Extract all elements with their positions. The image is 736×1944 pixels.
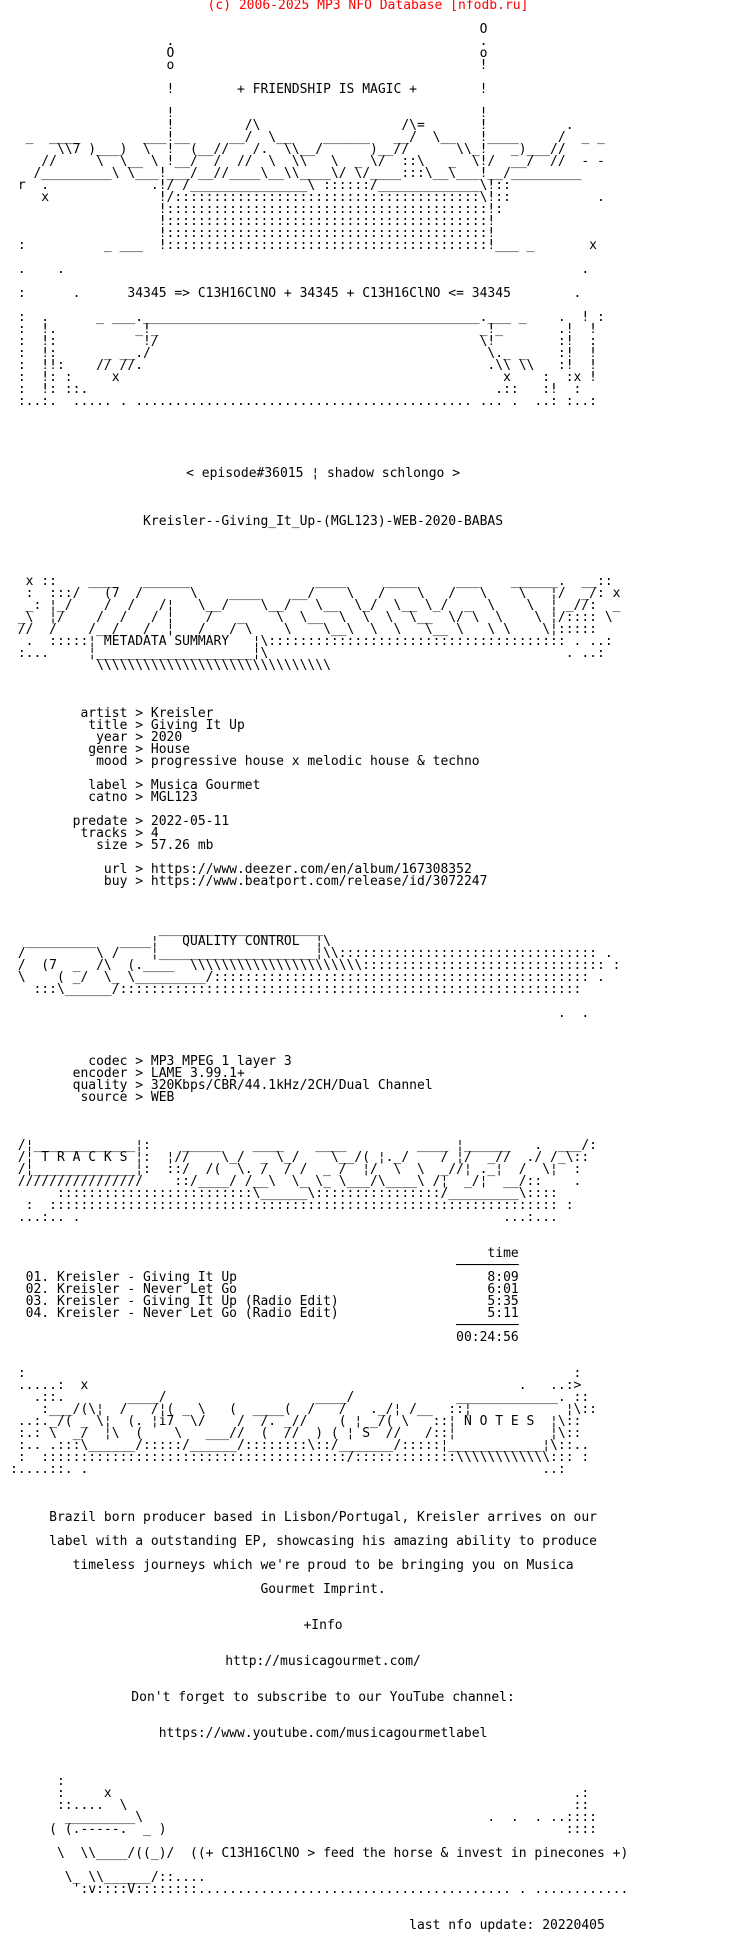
notes-paragraph-line-3: timeless journeys which we're proud to b… (72, 1558, 574, 1573)
footer-slogan-line: \ \\____/((_)/ ((+ C13H16ClNO > feed the… (10, 1846, 629, 1861)
website-url: http://musicagourmet.com/ (225, 1654, 421, 1669)
metadata-summary-banner: x :: ___ ______ ____ ____ ___ ______. __… (17, 574, 621, 673)
ascii-art-horse-bottom: \_ \\______/::.... ':v::::V::::::::.....… (64, 1870, 629, 1897)
notes-banner: : : .....: x . ..:> .::. ____/ ____/ (10, 1366, 597, 1477)
youtube-cta: Don't forget to subscribe to our YouTube… (131, 1690, 515, 1705)
youtube-url: https://www.youtube.com/musicagourmetlab… (158, 1726, 488, 1741)
formula-line: : . 34345 => C13H16ClNO + 34345 + C13H16… (10, 286, 582, 301)
tracks-banner: /¦_____________¦: _____ ____ ____ ____ ¦… (17, 1138, 597, 1225)
notes-paragraph-line-4: Gourmet Imprint. (260, 1582, 386, 1597)
track-list: time ──────── 01. Kreisler - Giving It U… (25, 1246, 519, 1345)
last-nfo-update: last nfo update: 20220405 (409, 1918, 605, 1933)
quality-fields: codec > MP3 MPEG 1 layer 3 encoder > LAM… (72, 1054, 433, 1105)
nfo-document: O . . O o o ! (10, 12, 636, 1944)
notes-paragraph-line-1: Brazil born producer based in Lisbon/Por… (49, 1510, 597, 1525)
release-name: Kreisler--Giving_It_Up-(MGL123)-WEB-2020… (143, 514, 504, 529)
nfodb-copyright-header: (c) 2006-2025 MP3 NFO Database [nfodb.ru… (207, 0, 529, 13)
episode-line: < episode#36015 ¦ shadow schlongo > (186, 466, 461, 481)
motto-line: ! + FRIENDSHIP IS MAGIC + ! (10, 82, 488, 97)
info-label: +Info (303, 1618, 343, 1633)
ascii-art-mountains: ! ! ! /\ /\= ! . _ ____ ___!__ __/ \__ _… (17, 106, 605, 277)
ascii-art-intro: O . . O o o ! (166, 22, 488, 73)
ascii-art-castle: : . _ ___.______________________________… (17, 310, 605, 409)
quality-control-banner: _____________________ _________ ____¦ QU… (17, 922, 621, 1021)
notes-paragraph-line-2: label with a outstanding EP, showcasing … (49, 1534, 597, 1549)
ascii-art-horse-top: : : x .: ::.... \ :: _________\ (49, 1774, 597, 1837)
metadata-fields: artist > Kreisler title > Giving It Up y… (72, 706, 488, 889)
